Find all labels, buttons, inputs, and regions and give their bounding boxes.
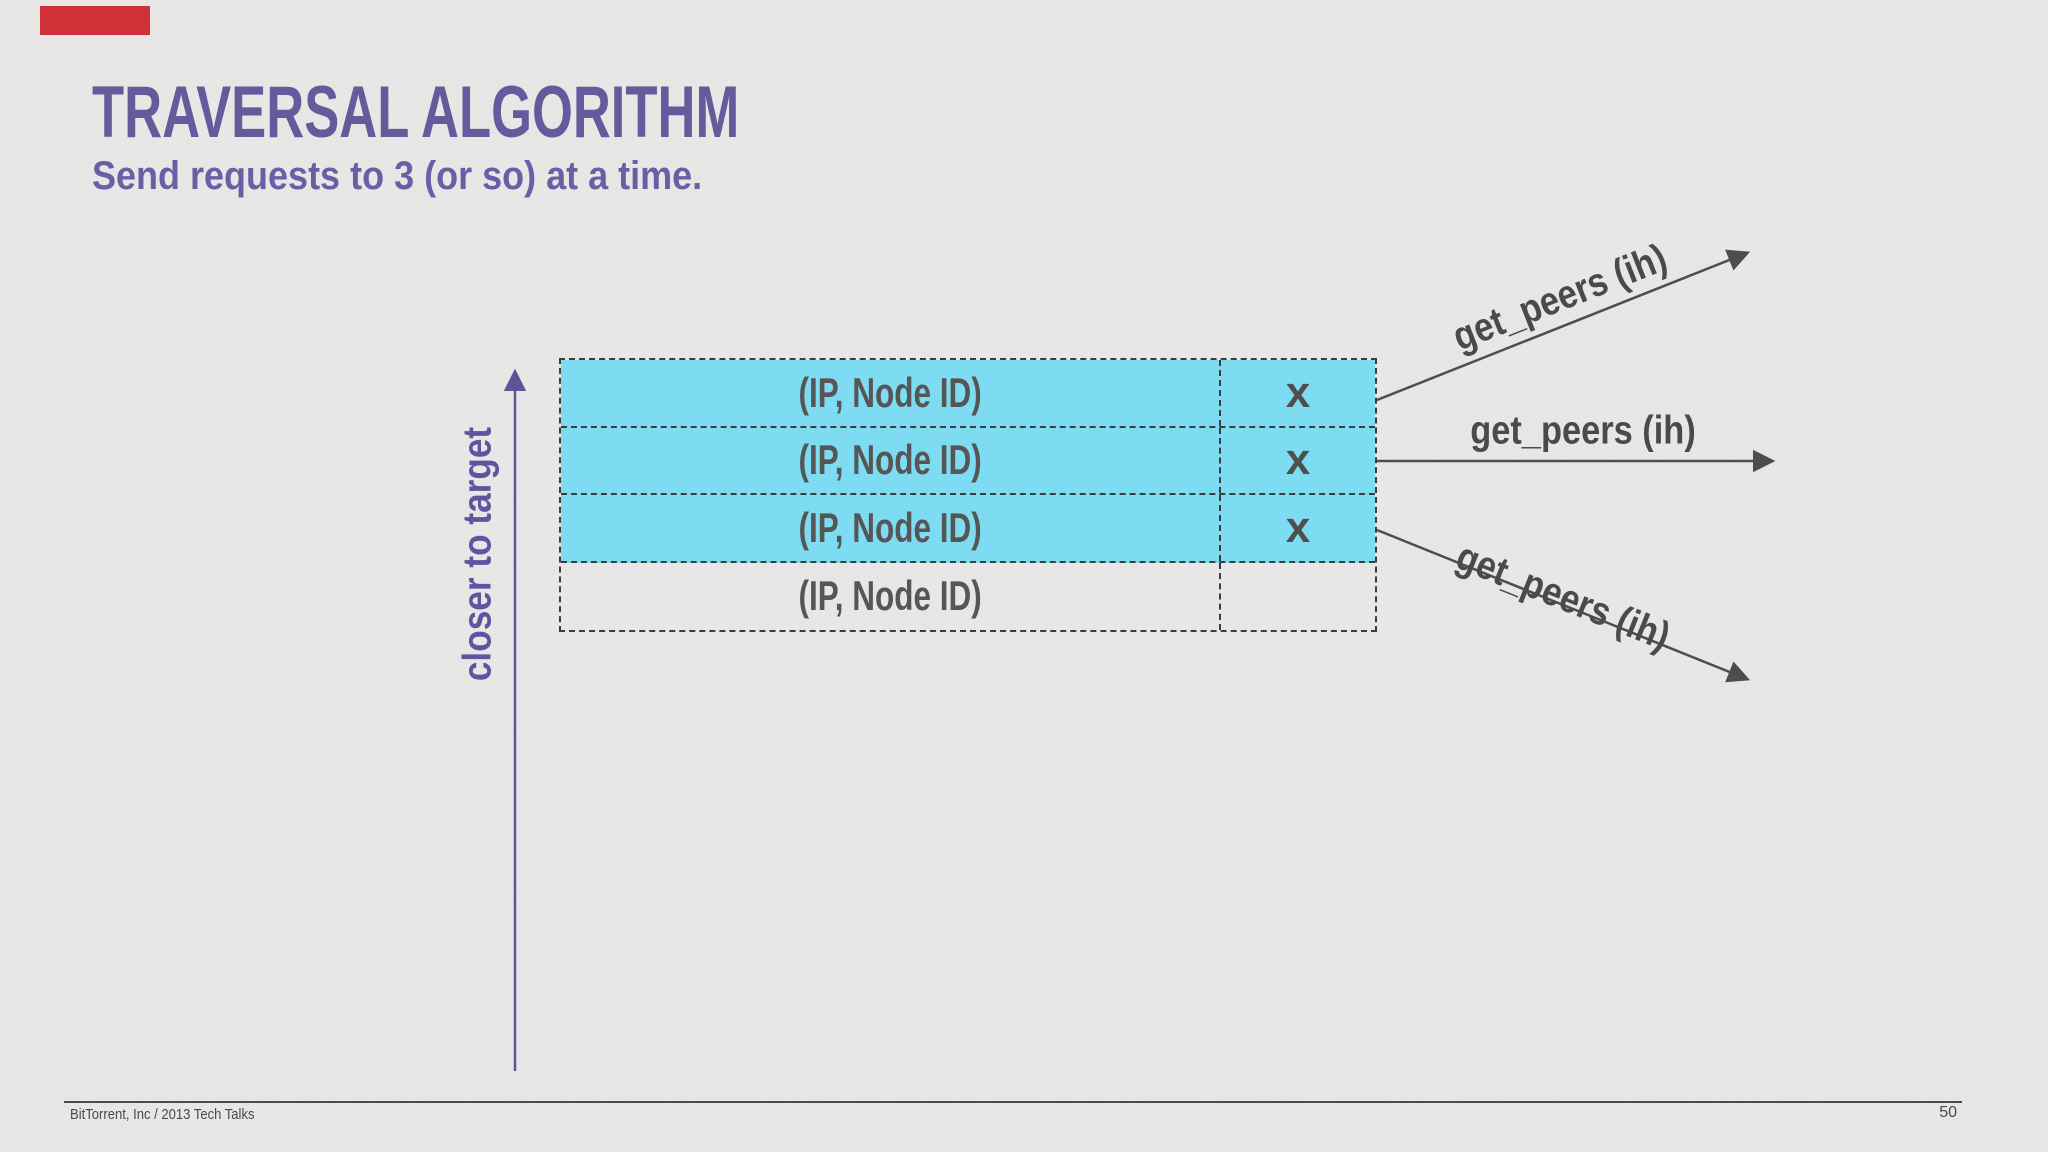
node-cell: (IP, Node ID) (798, 572, 982, 620)
node-cell: (IP, Node ID) (798, 503, 982, 551)
page-subtitle-text: Send requests to 3 (or so) at a time. (92, 154, 703, 198)
table-row: (IP, Node ID) x (561, 427, 1375, 495)
page-subtitle: Send requests to 3 (or so) at a time. (92, 152, 770, 200)
get-peers-label-top: get_peers (ih) (1446, 235, 1673, 360)
page-title-text: TRAVERSAL ALGORITHM (92, 72, 740, 153)
node-cell: (IP, Node ID) (798, 436, 982, 484)
get-peers-label-bottom: get_peers (ih) (1450, 534, 1677, 659)
table-row: (IP, Node ID) (561, 562, 1375, 630)
table-row: (IP, Node ID) x (561, 360, 1375, 428)
red-corner-tab (40, 6, 150, 35)
page-number: 50 (1939, 1104, 1957, 1121)
queried-mark-cell: x (1219, 427, 1375, 493)
queried-mark-cell (1219, 562, 1375, 630)
table-row: (IP, Node ID) x (561, 495, 1375, 563)
node-cell: (IP, Node ID) (798, 368, 982, 416)
node-table: (IP, Node ID) x (IP, Node ID) x (IP, Nod… (559, 358, 1377, 632)
footer-credit: BitTorrent, Inc / 2013 Tech Talks (70, 1106, 255, 1123)
get-peers-label-middle: get_peers (ih) (1470, 408, 1696, 453)
footer-rule (64, 1101, 1962, 1103)
queried-mark-cell: x (1219, 495, 1375, 561)
axis-label: closer to target (455, 426, 500, 682)
queried-mark-cell: x (1219, 360, 1375, 426)
page-title: TRAVERSAL ALGORITHM (92, 69, 991, 157)
